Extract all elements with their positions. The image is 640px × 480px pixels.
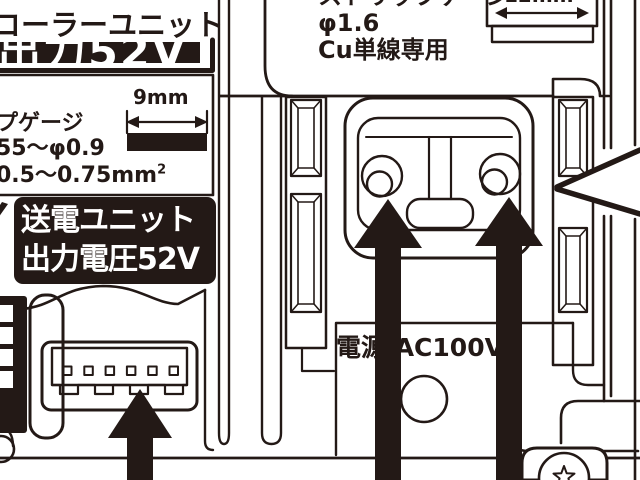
power-plug-socket xyxy=(343,96,535,260)
power-source-label: 電源 AC100V xyxy=(336,333,504,362)
plug-slot xyxy=(405,197,475,230)
screw-boss xyxy=(520,446,609,480)
output-52v-label-text: 出力52V xyxy=(0,42,187,63)
plug-hole-right xyxy=(478,152,522,196)
output-52v-label: 出力52V xyxy=(0,42,200,63)
gauge-9mm-label: 9mm xyxy=(133,85,189,109)
unit-right-edge xyxy=(554,0,640,480)
strip-gauge-left-line2: 55〜φ0.9 xyxy=(0,136,105,161)
pin xyxy=(62,365,73,376)
vent-column-left xyxy=(284,95,336,373)
squared-sup: 2 xyxy=(157,162,167,178)
power-unit-label: 送電ユニット 出力電圧52V xyxy=(14,197,216,284)
clamp-rail xyxy=(28,293,65,440)
wire-strip-bar xyxy=(127,133,207,151)
pin xyxy=(147,365,158,376)
pin xyxy=(168,365,179,376)
power-unit-label-line2: 出力電圧52V xyxy=(21,242,200,277)
leader-mark xyxy=(0,202,8,216)
controller-unit-heading: コーラーユニット xyxy=(0,8,225,42)
pin xyxy=(125,365,137,376)
left-terminal-block xyxy=(0,293,65,464)
cable-recess-curve xyxy=(20,284,207,311)
notch-fill xyxy=(557,152,640,212)
up-arrow-connector-icon xyxy=(108,389,172,480)
gauge-12mm-label: 12mm xyxy=(504,0,574,7)
strip-gauge-left-line1: プゲージ xyxy=(0,111,84,136)
panel-seams xyxy=(203,0,283,452)
star-screw-icon xyxy=(552,465,576,480)
pin xyxy=(104,365,116,376)
plug-hole-left xyxy=(360,154,404,198)
strip-gauge-left-line3: 0.5〜0.75mm2 xyxy=(0,162,167,188)
mount-hole xyxy=(399,374,449,424)
unit-bottom-edge xyxy=(0,399,640,460)
six-pin-connector xyxy=(40,340,199,412)
pin xyxy=(83,365,94,376)
vent-column-right xyxy=(551,95,595,367)
power-unit-label-line1: 送電ユニット xyxy=(21,203,196,238)
screw-head xyxy=(537,451,591,480)
notch-icon xyxy=(554,147,640,217)
